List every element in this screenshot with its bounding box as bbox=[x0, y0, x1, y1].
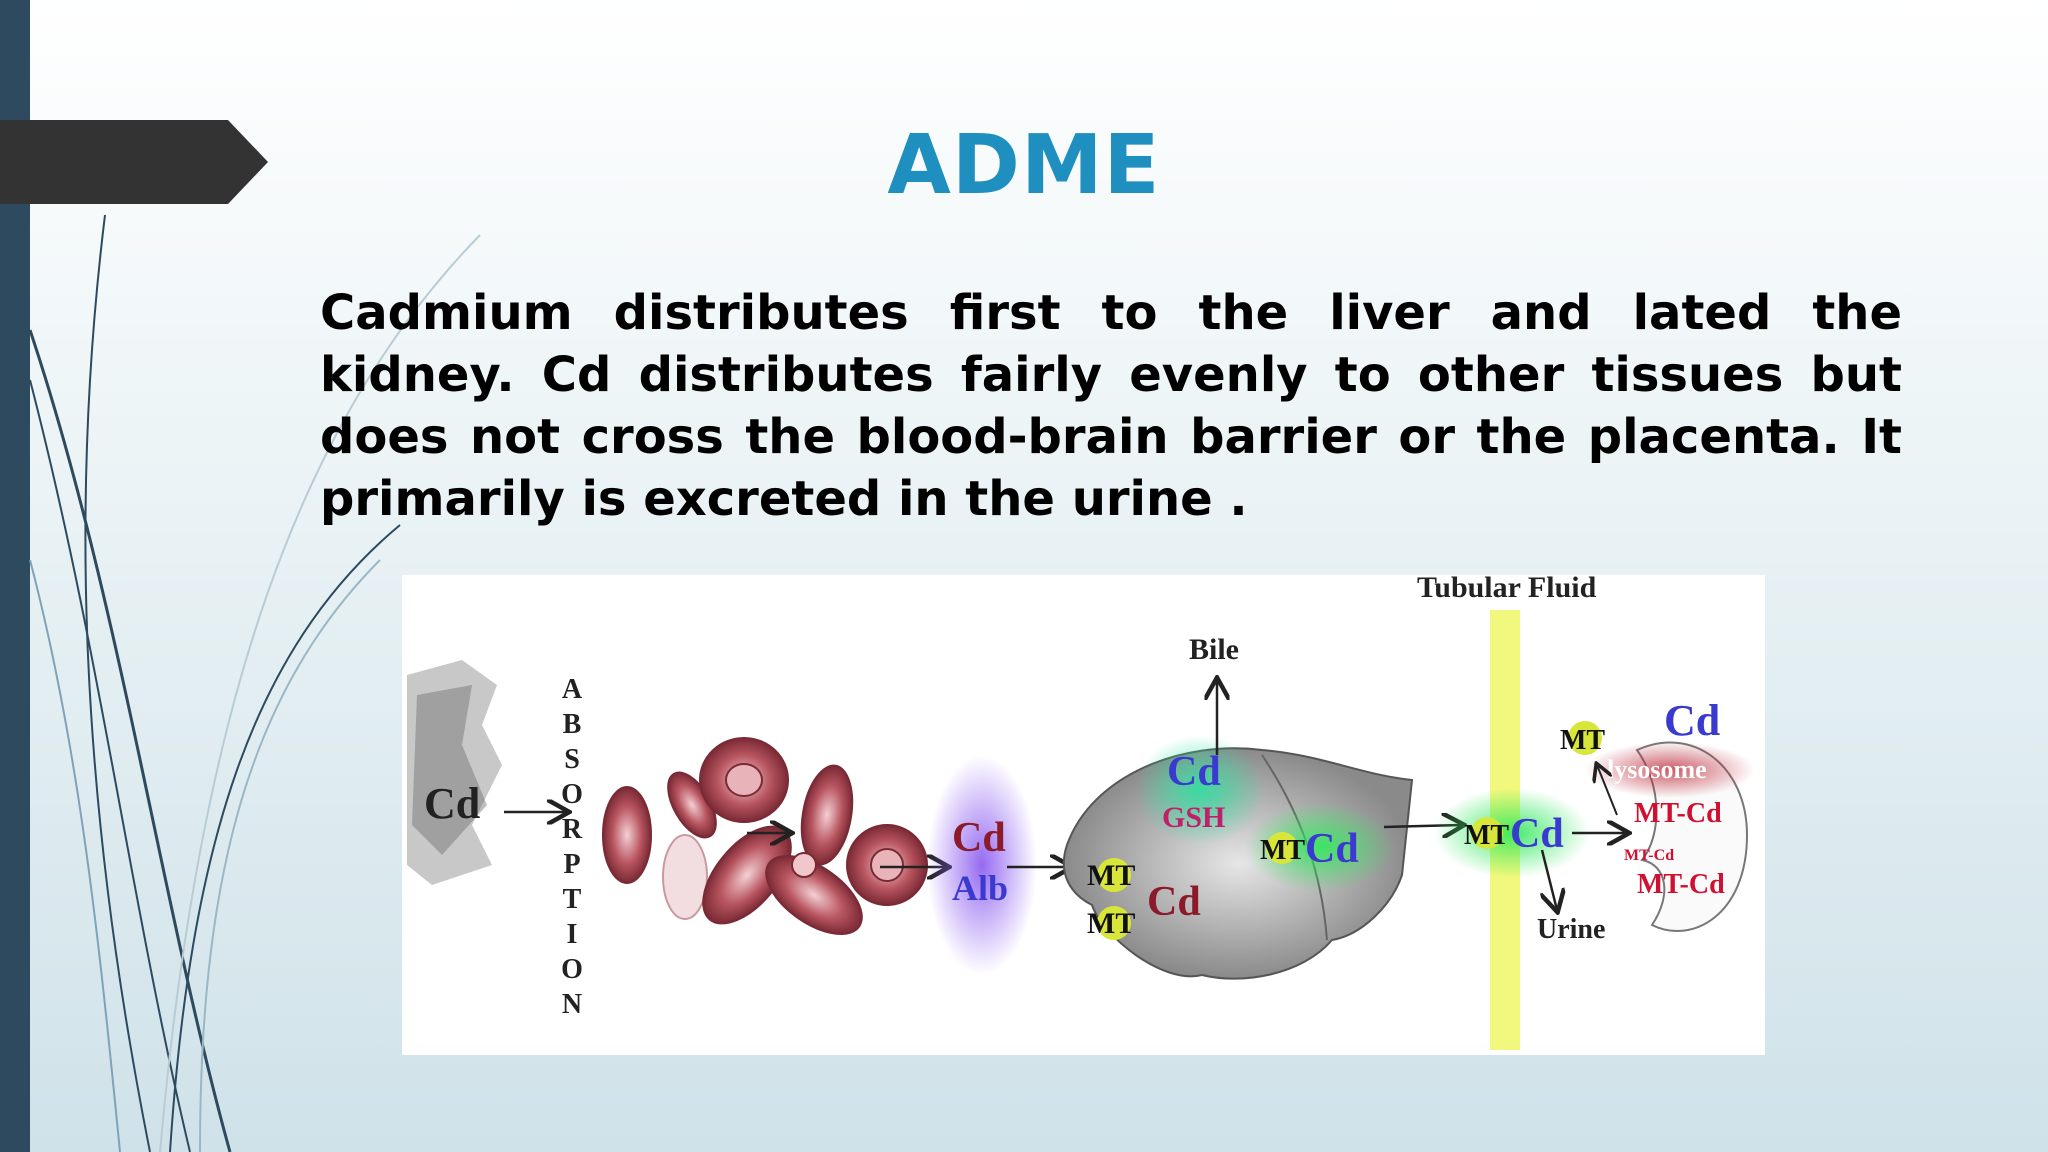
liver-mt-label-2: MT bbox=[1087, 907, 1135, 940]
liver-right-mt-label: MT bbox=[1260, 835, 1305, 866]
kidney-mt-cd-label-2: MT-Cd bbox=[1637, 869, 1725, 900]
absorption-letter: N bbox=[562, 989, 582, 1020]
gsh-glow bbox=[1135, 735, 1265, 845]
kidney-mt-cd-label-1: MT-Cd bbox=[1634, 798, 1722, 829]
cadmium-adme-diagram: Cd A B S O R P T I O N bbox=[402, 575, 1765, 1055]
tubule-mt-label: MT bbox=[1464, 820, 1509, 851]
absorption-letter: T bbox=[563, 884, 582, 915]
kidney-branch-arrow bbox=[1597, 765, 1618, 816]
kidney-mt-cd-small-label: MT-Cd bbox=[1624, 847, 1674, 864]
liver-mt-dot bbox=[1097, 858, 1131, 892]
absorption-vertical-label: A B S O R P T I O N bbox=[561, 674, 583, 1020]
liver-right-cd-label: Cd bbox=[1305, 826, 1359, 872]
cadmium-source-rock bbox=[407, 660, 502, 885]
albumin-cd-label: Cd bbox=[952, 815, 1006, 861]
kidney-cd-label: Cd bbox=[1664, 696, 1720, 745]
title-arrow-tab bbox=[0, 120, 268, 204]
liver-mt-dot bbox=[1097, 906, 1131, 940]
tubule-mtcd-glow bbox=[1434, 788, 1590, 878]
absorption-letter: R bbox=[562, 814, 583, 845]
slide-body-text: Cadmium distributes first to the liver a… bbox=[320, 285, 1902, 527]
bile-label: Bile bbox=[1189, 633, 1239, 666]
gsh-cd-label: Cd bbox=[1167, 749, 1221, 795]
red-blood-cells bbox=[602, 737, 928, 936]
lysosome-label: lysosome bbox=[1607, 755, 1707, 784]
absorption-letter: B bbox=[563, 709, 582, 740]
tubule-mt-dot bbox=[1471, 817, 1503, 849]
kidney-mt-dot bbox=[1568, 721, 1602, 755]
absorption-letter: A bbox=[562, 674, 583, 705]
tubule-cd-label: Cd bbox=[1510, 811, 1564, 857]
absorption-letter: I bbox=[567, 919, 578, 950]
absorption-letter: O bbox=[561, 954, 583, 985]
albumin-label: Alb bbox=[952, 868, 1008, 908]
liver-mtcd-glow bbox=[1245, 802, 1395, 892]
lysosome-glow bbox=[1585, 742, 1755, 798]
tubular-fluid-label: Tubular Fluid bbox=[1417, 575, 1597, 604]
decorative-swoosh-lines bbox=[28, 214, 481, 1152]
slide-title: ADME bbox=[887, 118, 1161, 213]
cadmium-source-label: Cd bbox=[424, 779, 480, 828]
liver-right-mt-dot bbox=[1266, 832, 1298, 864]
gsh-label: GSH bbox=[1162, 801, 1225, 834]
absorption-letter: O bbox=[561, 779, 583, 810]
liver-cd-label: Cd bbox=[1147, 879, 1201, 925]
absorption-letter: P bbox=[563, 849, 580, 880]
absorption-letter: S bbox=[564, 744, 580, 775]
kidney-mt-label: MT bbox=[1560, 725, 1605, 756]
urine-label: Urine bbox=[1537, 914, 1605, 945]
albumin-glow bbox=[927, 755, 1037, 975]
liver-mt-label-1: MT bbox=[1087, 859, 1135, 892]
urine-arrow bbox=[1542, 849, 1557, 910]
